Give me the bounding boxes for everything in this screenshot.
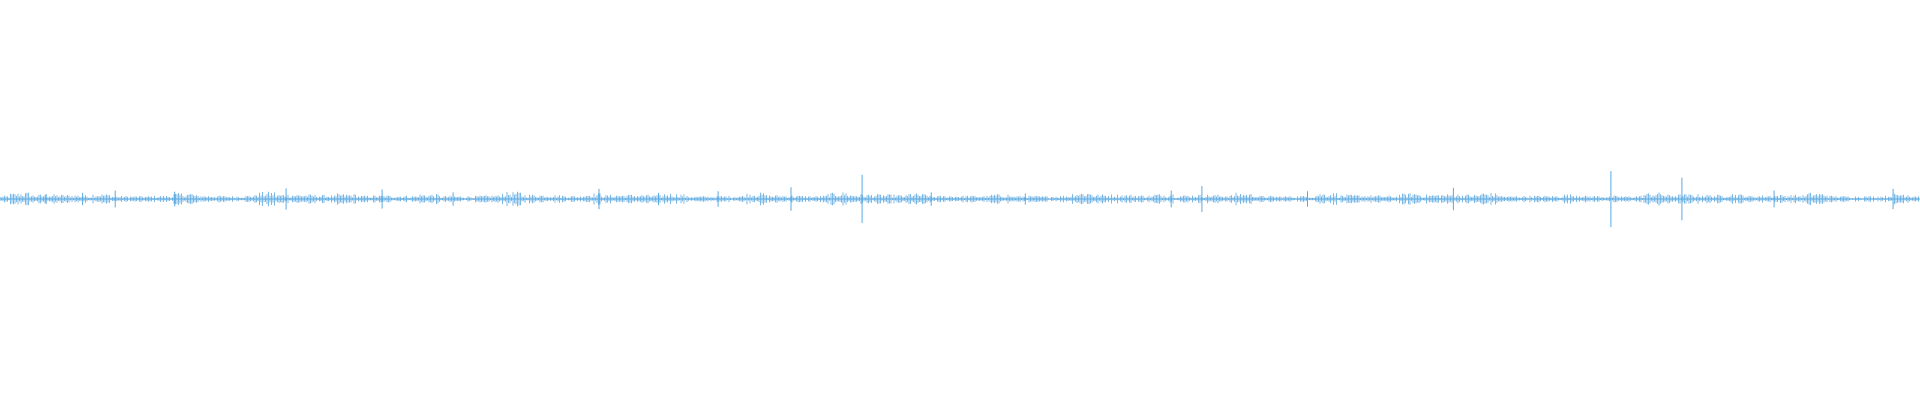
- waveform-samples: [0, 191, 1919, 207]
- waveform-peaks: [45, 171, 1894, 227]
- waveform-body: [0, 191, 1919, 207]
